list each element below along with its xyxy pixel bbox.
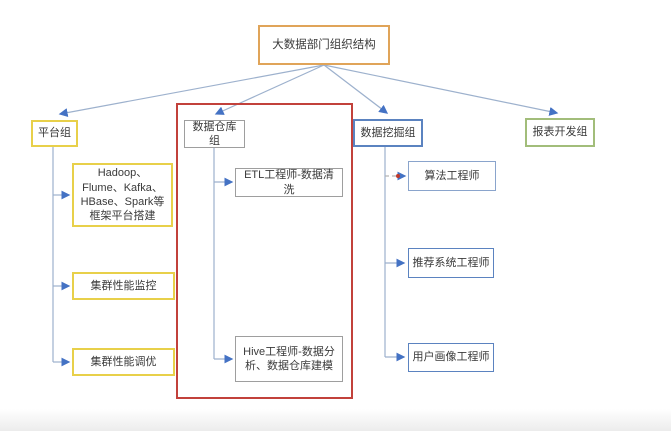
group-node-report: 报表开发组 — [525, 118, 595, 147]
leaf-node-etl-engineer: ETL工程师-数据清洗 — [235, 168, 343, 197]
edge-mining-algorithm-dot — [396, 174, 400, 178]
leaf-node-cluster-tuning: 集群性能调优 — [72, 348, 175, 376]
edge-root-mining-group — [323, 64, 389, 114]
bottom-shade — [0, 409, 671, 431]
highlight-frame-warehouse-column — [176, 103, 353, 399]
leaf-node-platform-frameworks: Hadoop、Flume、Kafka、HBase、Spark等框架平台搭建 — [72, 163, 173, 227]
leaf-node-recommender-engineer: 推荐系统工程师 — [408, 248, 494, 278]
leaf-node-algorithm-engineer: 算法工程师 — [408, 161, 496, 191]
leaf-node-user-profile-engineer: 用户画像工程师 — [408, 343, 494, 372]
group-node-mining: 数据挖掘组 — [353, 119, 423, 147]
group-node-platform: 平台组 — [31, 120, 78, 147]
edge-root-warehouse-group — [214, 64, 325, 115]
leaf-node-cluster-monitoring: 集群性能监控 — [72, 272, 175, 300]
root-node-org-structure: 大数据部门组织结构 — [258, 25, 390, 65]
edge-root-platform-group — [58, 64, 325, 118]
leaf-node-hive-engineer: Hive工程师-数据分析、数据仓库建模 — [235, 336, 343, 382]
group-node-warehouse: 数据仓库组 — [184, 120, 245, 148]
edge-root-report-group — [323, 64, 559, 116]
